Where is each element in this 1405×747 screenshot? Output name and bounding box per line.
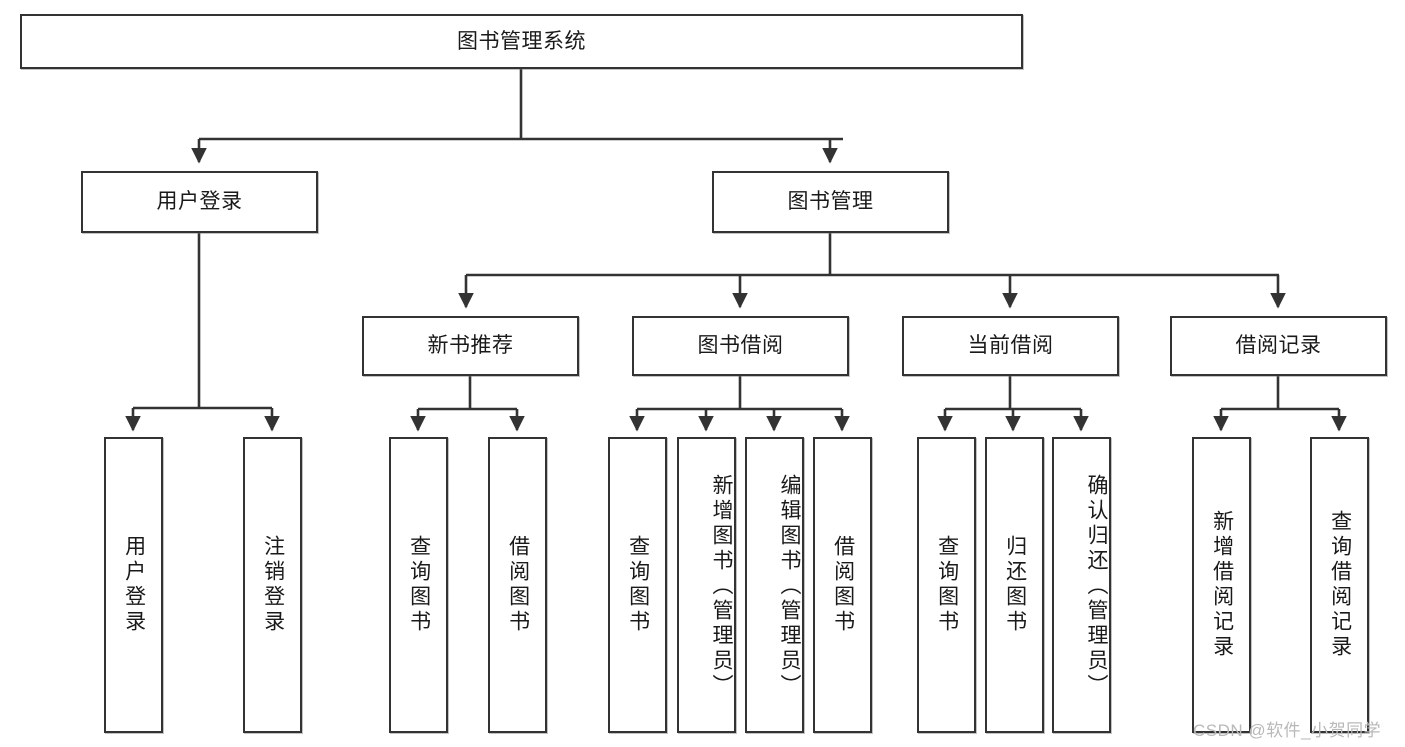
- leaf-query-book-2-label: 查询图书: [626, 535, 650, 635]
- leaf-add-record-label: 新增借阅记录: [1210, 510, 1234, 660]
- leaf-query-record-label: 查询借阅记录: [1328, 510, 1352, 660]
- leaf-user-login-label: 用户登录: [122, 535, 146, 635]
- leaf-borrow-book-1[interactable]: 借阅图书: [488, 437, 547, 733]
- leaf-query-record[interactable]: 查询借阅记录: [1310, 437, 1369, 733]
- leaf-add-book[interactable]: 新增图书（管理员）: [677, 437, 736, 733]
- leaf-logout-login-label: 注销登录: [261, 535, 285, 635]
- leaf-edit-book-label: 编辑图书（管理员）: [778, 473, 801, 699]
- node-book-borrow-label: 图书借阅: [697, 334, 784, 358]
- leaf-add-book-label: 新增图书（管理员）: [710, 473, 733, 699]
- leaf-return-book-label: 归还图书: [1003, 535, 1027, 635]
- node-new-book-recommend-label: 新书推荐: [427, 334, 514, 358]
- leaf-query-book-2[interactable]: 查询图书: [608, 437, 667, 733]
- leaf-logout-login[interactable]: 注销登录: [243, 437, 302, 733]
- node-borrow-record[interactable]: 借阅记录: [1170, 316, 1387, 376]
- leaf-confirm-return[interactable]: 确认归还（管理员）: [1052, 437, 1111, 733]
- node-book-manage[interactable]: 图书管理: [712, 171, 949, 233]
- leaf-query-book-1-label: 查询图书: [407, 535, 431, 635]
- node-current-borrow-label: 当前借阅: [967, 334, 1054, 358]
- node-user-login-label: 用户登录: [156, 190, 243, 214]
- node-book-manage-label: 图书管理: [787, 190, 874, 214]
- leaf-edit-book[interactable]: 编辑图书（管理员）: [745, 437, 804, 733]
- leaf-borrow-book-2-label: 借阅图书: [831, 535, 855, 635]
- leaf-query-book-1[interactable]: 查询图书: [389, 437, 448, 733]
- leaf-borrow-book-1-label: 借阅图书: [506, 535, 530, 635]
- leaf-query-book-3[interactable]: 查询图书: [917, 437, 976, 733]
- leaf-return-book[interactable]: 归还图书: [985, 437, 1044, 733]
- node-new-book-recommend[interactable]: 新书推荐: [362, 316, 579, 376]
- node-root-label: 图书管理系统: [457, 29, 586, 53]
- leaf-confirm-return-label: 确认归还（管理员）: [1085, 473, 1108, 699]
- leaf-borrow-book-2[interactable]: 借阅图书: [813, 437, 872, 733]
- node-root[interactable]: 图书管理系统: [20, 14, 1023, 69]
- node-book-borrow[interactable]: 图书借阅: [632, 316, 849, 376]
- node-current-borrow[interactable]: 当前借阅: [902, 316, 1119, 376]
- leaf-add-record[interactable]: 新增借阅记录: [1192, 437, 1251, 733]
- node-borrow-record-label: 借阅记录: [1235, 334, 1322, 358]
- csdn-watermark: CSDN @软件_小贺同学: [1193, 721, 1382, 740]
- leaf-query-book-3-label: 查询图书: [935, 535, 959, 635]
- node-user-login[interactable]: 用户登录: [81, 171, 318, 233]
- leaf-user-login[interactable]: 用户登录: [104, 437, 163, 733]
